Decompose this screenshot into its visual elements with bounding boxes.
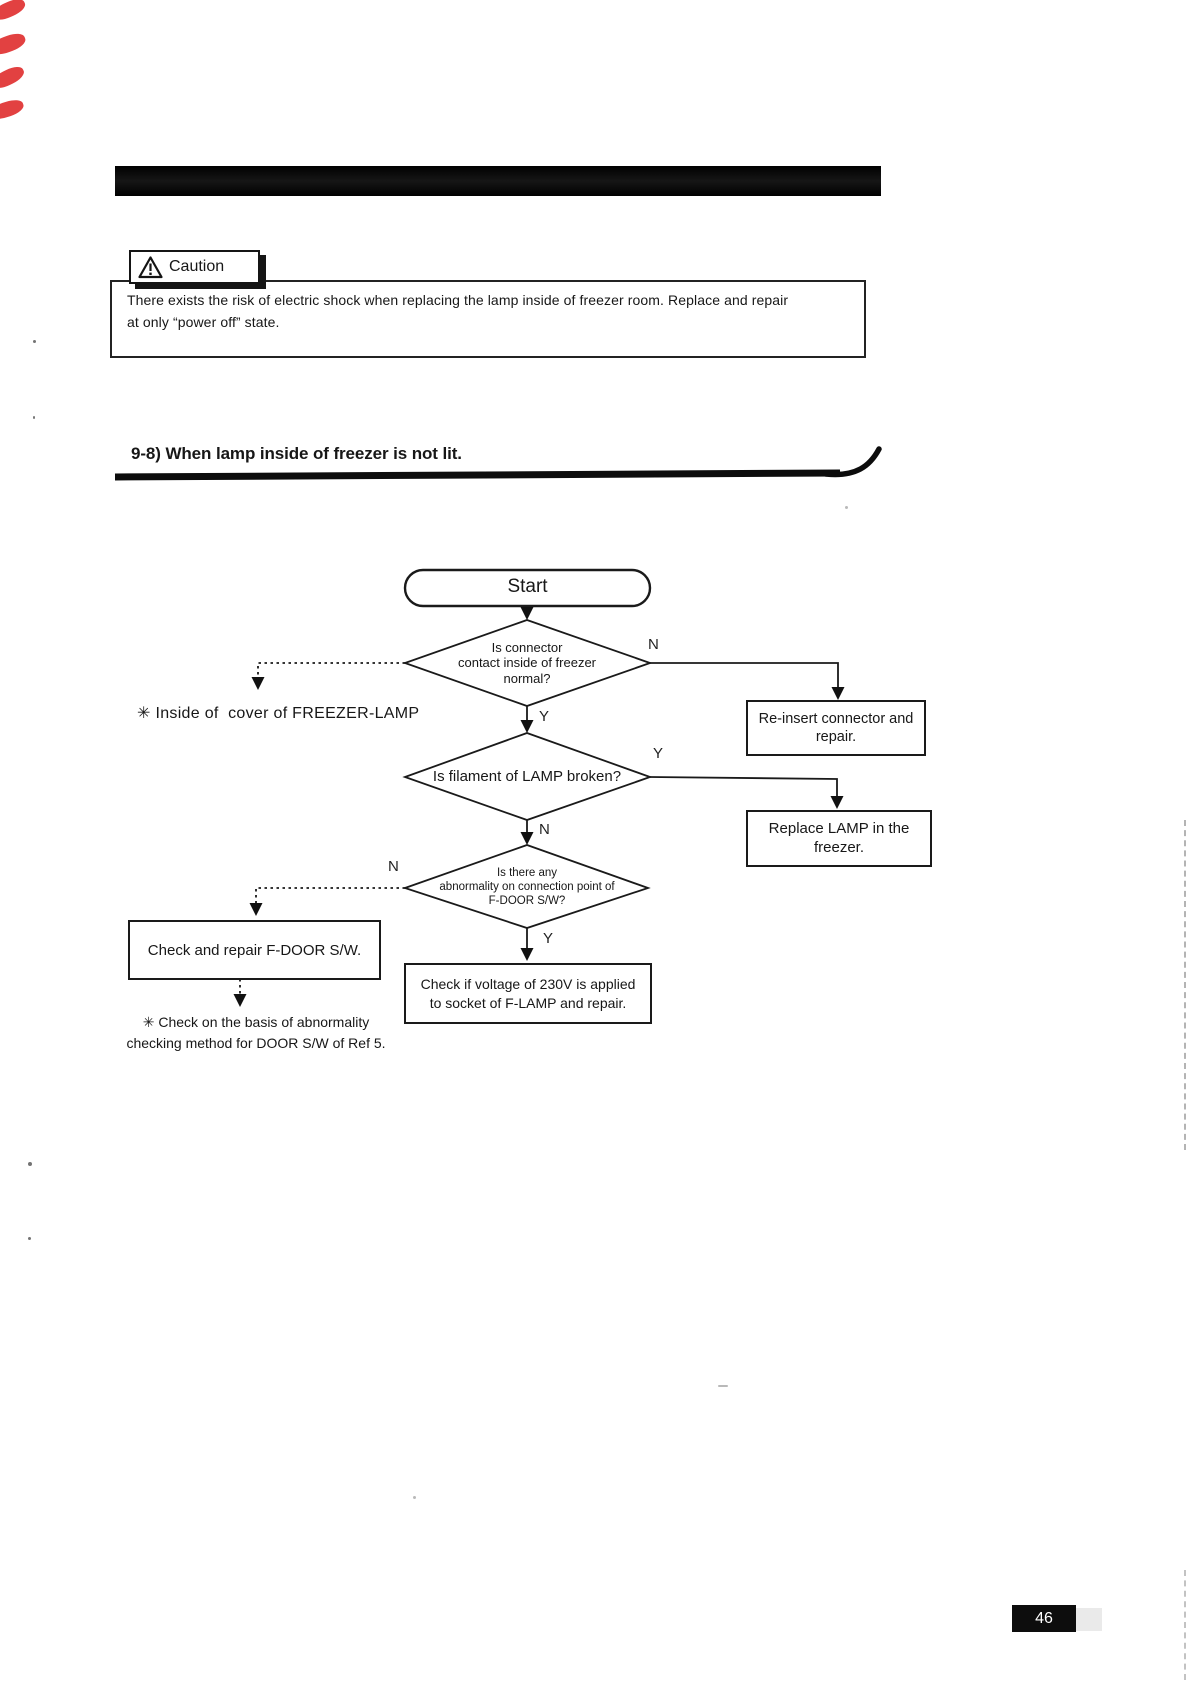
scan-speck bbox=[845, 506, 848, 509]
section-underline bbox=[114, 446, 882, 481]
action-check-door-text: Check and repair F-DOOR S/W. bbox=[147, 941, 362, 959]
warning-triangle-icon bbox=[138, 255, 163, 279]
right-edge-dash bbox=[1184, 1570, 1186, 1680]
header-bar bbox=[115, 166, 881, 196]
action-check-door-switch: Check and repair F-DOOR S/W. bbox=[128, 920, 381, 980]
branch-label-no: N bbox=[388, 858, 399, 875]
flow-arrowheads bbox=[233, 607, 845, 1007]
section-title: 9-8) When lamp inside of freezer is not … bbox=[131, 444, 462, 463]
note-freezer-lamp: ✳ Inside of cover of FREEZER-LAMP bbox=[137, 705, 420, 722]
caution-label: Caution bbox=[169, 258, 225, 275]
page-number-smudge bbox=[1076, 1608, 1102, 1631]
page-number: 46 bbox=[1012, 1605, 1076, 1632]
start-node: Start bbox=[507, 576, 548, 597]
branch-label-yes: Y bbox=[539, 708, 550, 725]
caution-box bbox=[110, 280, 866, 358]
caution-text: There exists the risk of electric shock … bbox=[127, 292, 789, 331]
action-replace-text: Replace LAMP in the freezer. bbox=[768, 819, 910, 856]
action-check-voltage-text: Check if voltage of 230V is applied to s… bbox=[420, 976, 636, 1011]
decision-3-text: Is there any abnormality on connection p… bbox=[439, 867, 615, 907]
action-reinsert-connector: Re-insert connector and repair. bbox=[746, 700, 926, 756]
scan-speck bbox=[718, 1385, 728, 1387]
caution-tag: Caution bbox=[129, 250, 260, 284]
branch-label-yes: Y bbox=[653, 745, 664, 762]
note-door-switch: ✳ Check on the basis of abnormality chec… bbox=[126, 1014, 386, 1051]
action-reinsert-text: Re-insert connector and repair. bbox=[758, 710, 914, 745]
decision-2-text: Is filament of LAMP broken? bbox=[432, 768, 622, 785]
scan-speck bbox=[33, 416, 35, 419]
branch-label-yes: Y bbox=[543, 930, 554, 947]
scan-speck bbox=[28, 1237, 31, 1240]
scan-speck bbox=[28, 1162, 32, 1166]
flow-edges bbox=[239, 568, 839, 996]
action-replace-lamp: Replace LAMP in the freezer. bbox=[746, 810, 932, 867]
action-check-voltage: Check if voltage of 230V is applied to s… bbox=[404, 963, 652, 1024]
branch-label-no: N bbox=[539, 821, 550, 838]
right-edge-dash bbox=[1184, 820, 1186, 1150]
branch-label-no: N bbox=[648, 636, 659, 653]
scan-speck bbox=[413, 1496, 416, 1499]
decision-1-text: Is connector contact inside of freezer n… bbox=[457, 640, 597, 686]
scan-speck bbox=[33, 340, 36, 343]
